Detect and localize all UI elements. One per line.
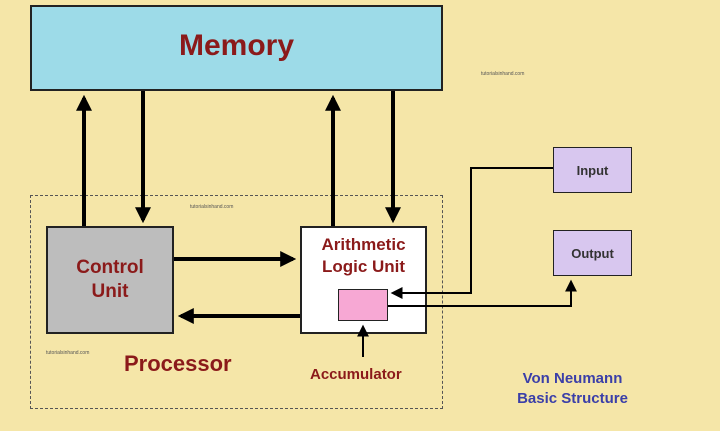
accumulator-label: Accumulator — [310, 366, 402, 383]
watermark-bottom: tutorialsinhand.com — [46, 350, 90, 356]
output-block: Output — [553, 230, 632, 276]
control-unit-label-line2: Unit — [91, 281, 129, 302]
watermark-middle: tutorialsinhand.com — [190, 204, 234, 210]
arrow-accumulator-to-output — [388, 279, 577, 307]
input-label: Input — [576, 162, 609, 178]
processor-frame — [30, 195, 443, 409]
watermark-top: tutorialsinhand.com — [481, 71, 525, 77]
alu-label-line2: Logic Unit — [321, 257, 406, 276]
memory-label: Memory — [178, 29, 295, 62]
title-line1: Von Neumann — [522, 370, 623, 387]
output-label: Output — [571, 245, 614, 261]
control-unit-label-line1: Control — [76, 257, 144, 278]
arrow-input-to-accumulator — [390, 167, 553, 299]
diagram-title: Von Neumann Basic Structure — [500, 369, 645, 409]
alu-label-line1: Arithmetic — [321, 235, 406, 254]
memory-block: Memory — [30, 5, 443, 91]
control-unit-block: Control Unit — [46, 226, 174, 334]
title-line2: Basic Structure — [517, 390, 628, 407]
input-block: Input — [553, 147, 632, 193]
processor-label: Processor — [124, 351, 232, 376]
accumulator-block — [338, 289, 388, 321]
